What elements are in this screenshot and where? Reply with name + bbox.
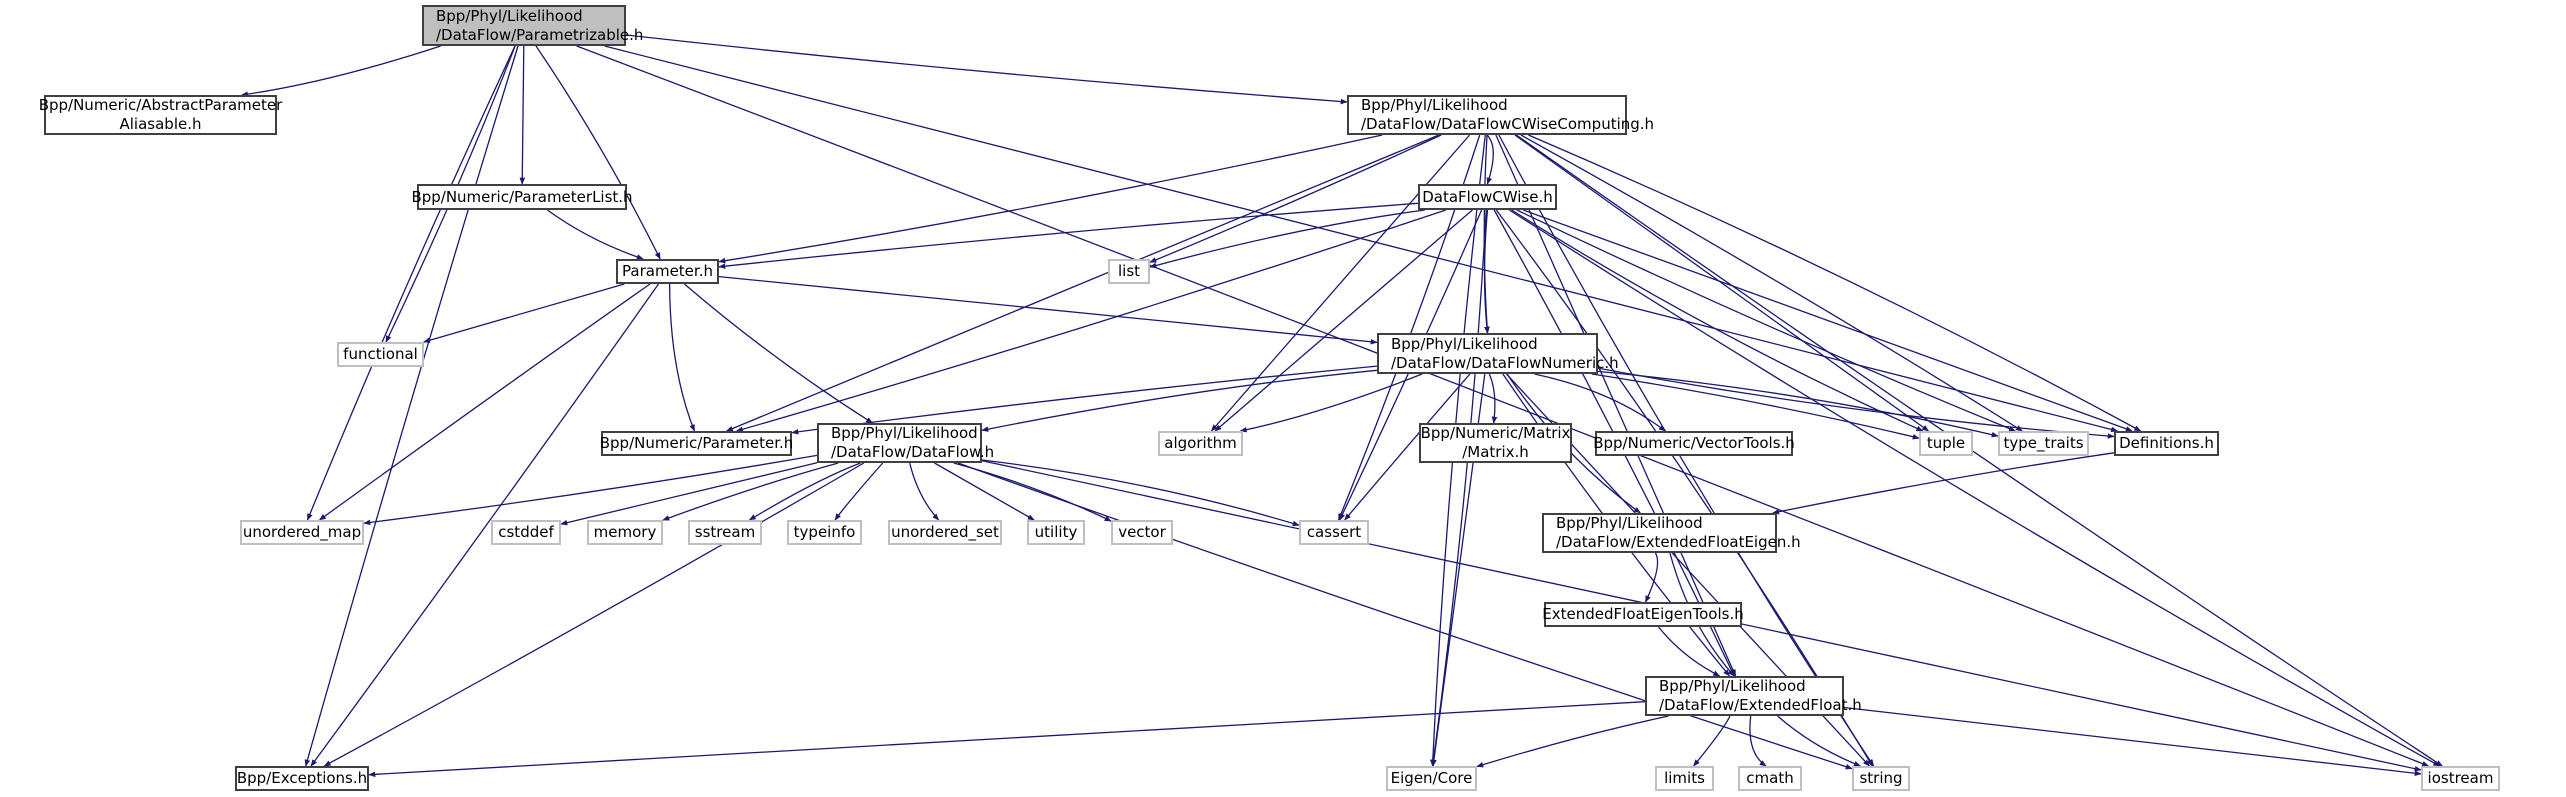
edge-root-to-iostream	[576, 45, 2430, 767]
edge-cwisecomputing-to-numparam	[725, 134, 1440, 432]
edge-cwise-to-tuple	[1511, 209, 1924, 432]
edge-numeric-to-dataflow	[981, 369, 1378, 432]
edge-cwise-to-numparam	[735, 209, 1447, 432]
edge-dataflow-to-cassert	[981, 459, 1300, 527]
edge-numeric-to-type_traits	[1597, 370, 1999, 438]
edge-dataflow-to-cstddef	[560, 462, 818, 526]
edge-extfloat-to-exceptions	[368, 701, 1646, 778]
node-cwise[interactable]: DataFlowCWise.h	[1418, 184, 1557, 210]
edge-root-to-cwisecomputing	[625, 34, 1348, 105]
node-string[interactable]: string	[1852, 766, 1910, 791]
edge-numeric-to-algorithm	[1239, 373, 1423, 433]
edge-cwise-to-eigencore	[1430, 209, 1487, 767]
node-limits[interactable]: limits	[1655, 766, 1714, 791]
edge-parameter-to-functional	[423, 283, 625, 343]
edge-root-to-exceptions	[304, 45, 519, 767]
edge-cwise-to-definitions	[1523, 209, 2133, 432]
edge-cwise-to-parameter	[718, 202, 1419, 269]
edge-extfloat-to-iostream	[1843, 706, 2422, 776]
edge-cwisecomputing-to-extfloat	[1495, 134, 1737, 677]
edge-dataflow-to-utility	[934, 462, 1035, 521]
node-root[interactable]: Bpp/Phyl/Likelihood /DataFlow/Parametriz…	[422, 5, 643, 46]
node-parameter[interactable]: Parameter.h	[616, 259, 719, 284]
node-functional[interactable]: functional	[337, 342, 424, 367]
edge-dataflow-to-sstream	[748, 462, 861, 521]
edge-numeric-to-numparam	[791, 365, 1378, 435]
edge-dataflow-to-unordered_set	[909, 462, 940, 521]
node-exceptions[interactable]: Bpp/Exceptions.h	[235, 766, 369, 791]
edge-numeric-to-definitions	[1597, 367, 2115, 439]
node-vector[interactable]: vector	[1111, 520, 1173, 545]
edge-root-to-parameter	[535, 45, 661, 260]
node-paramlist[interactable]: Bpp/Numeric/ParameterList.h	[411, 184, 633, 210]
edge-cwisecomputing-to-type_traits	[1520, 134, 2023, 432]
node-cmath[interactable]: cmath	[1738, 766, 1802, 791]
node-cassert[interactable]: cassert	[1299, 520, 1369, 545]
edge-dataflow-to-exceptions	[323, 462, 865, 767]
node-algorithm[interactable]: algorithm	[1158, 431, 1243, 456]
edge-extfloat-to-limits	[1693, 715, 1731, 767]
edge-dataflow-to-unordered_map	[363, 454, 818, 526]
edge-parameter-to-dataflow	[683, 283, 873, 424]
edge-dataflow-to-string	[957, 462, 1853, 770]
node-numeric[interactable]: Bpp/Phyl/Likelihood /DataFlow/DataFlowNu…	[1377, 333, 1619, 374]
edge-root-to-unordered_map	[306, 45, 516, 521]
edge-extfloat-to-eigencore	[1476, 715, 1669, 768]
edge-parameter-to-unordered_map	[318, 283, 651, 521]
edge-parameter-to-numeric	[718, 275, 1378, 345]
edge-numeric-to-tuple	[1591, 373, 1920, 440]
node-cwisecomputing[interactable]: Bpp/Phyl/Likelihood /DataFlow/DataFlowCW…	[1347, 95, 1654, 135]
edge-cwise-to-algorithm	[1214, 209, 1473, 432]
edge-dataflow-to-typeinfo	[834, 462, 884, 521]
node-extfloat[interactable]: Bpp/Phyl/Likelihood /DataFlow/ExtendedFl…	[1645, 676, 1862, 716]
node-typeinfo[interactable]: typeinfo	[787, 520, 862, 545]
edge-cwisecomputing-to-iostream	[1515, 134, 2443, 767]
node-utility[interactable]: utility	[1027, 520, 1085, 545]
edge-numeric-to-matrix	[1488, 373, 1498, 424]
edge-paramlist-to-parameter	[547, 209, 644, 260]
node-memory[interactable]: memory	[587, 520, 663, 545]
edge-numeric-to-cassert	[1344, 373, 1471, 521]
node-unordered-set[interactable]: unordered_set	[888, 520, 1002, 545]
node-type-traits[interactable]: type_traits	[1998, 431, 2089, 456]
node-iostream[interactable]: iostream	[2421, 766, 2500, 791]
edge-cwisecomputing-to-algorithm	[1210, 134, 1471, 432]
node-tuple[interactable]: tuple	[1919, 431, 1973, 456]
node-matrix[interactable]: Bpp/Numeric/Matrix /Matrix.h	[1419, 423, 1572, 463]
node-eigencore[interactable]: Eigen/Core	[1386, 766, 1477, 791]
node-sstream[interactable]: sstream	[688, 520, 762, 545]
node-numparam[interactable]: Bpp/Numeric/Parameter.h	[600, 431, 793, 456]
edge-cwisecomputing-to-cwise	[1486, 134, 1494, 185]
edge-extfloat-to-string	[1777, 715, 1861, 767]
node-aliasable[interactable]: Bpp/Numeric/AbstractParameter Aliasable.…	[38, 95, 283, 135]
node-vectortools[interactable]: Bpp/Numeric/VectorTools.h	[1593, 431, 1795, 456]
node-unordered-map[interactable]: unordered_map	[240, 520, 364, 545]
edge-cwisecomputing-to-tuple	[1514, 134, 1930, 432]
edge-parameter-to-exceptions	[310, 283, 660, 767]
edge-cwisecomputing-to-definitions	[1528, 134, 2142, 432]
edge-cwise-to-iostream	[1508, 209, 2441, 767]
edge-root-to-paramlist	[519, 45, 526, 185]
edge-cwisecomputing-to-parameter	[718, 134, 1383, 264]
edge-cwisecomputing-to-list	[1149, 134, 1442, 263]
edge-cwise-to-list	[1149, 209, 1425, 269]
node-dataflow[interactable]: Bpp/Phyl/Likelihood /DataFlow/DataFlow.h	[817, 423, 994, 463]
edge-definitions-to-efeigen	[1772, 452, 2115, 515]
edge-numeric-to-vectortools	[1534, 373, 1666, 432]
node-list[interactable]: list	[1108, 259, 1150, 284]
edge-dataflow-to-memory	[662, 462, 839, 521]
edge-cwise-to-numeric	[1483, 209, 1490, 334]
node-efeigen[interactable]: Bpp/Phyl/Likelihood /DataFlow/ExtendedFl…	[1542, 513, 1801, 553]
edge-extfloat-to-cmath	[1749, 715, 1767, 767]
node-definitions[interactable]: Definitions.h	[2114, 431, 2219, 456]
edge-root-to-aliasable	[241, 45, 441, 97]
edge-efeigentools-to-extfloat	[1658, 626, 1721, 677]
edge-cwise-to-type_traits	[1516, 209, 2016, 432]
node-cstddef[interactable]: cstddef	[491, 520, 561, 545]
edge-parameter-to-numparam	[668, 283, 696, 432]
node-efeigentools[interactable]: ExtendedFloatEigenTools.h	[1542, 602, 1744, 627]
edge-efeigen-to-efeigentools	[1644, 552, 1659, 603]
